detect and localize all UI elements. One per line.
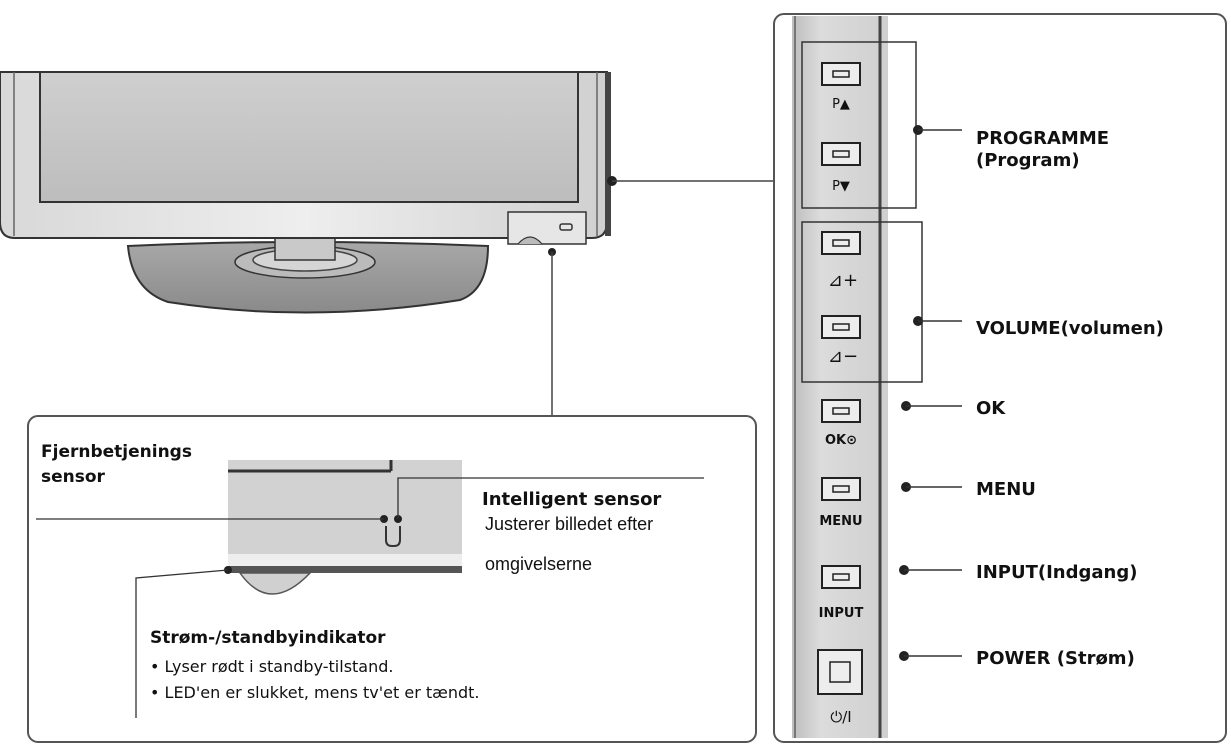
button-ok-label: OK⊙ [825, 433, 857, 448]
volume-group-box [801, 221, 923, 383]
zoom-stand [238, 572, 312, 595]
button-input-label: INPUT [819, 606, 864, 621]
tv-sensor-window [507, 211, 587, 245]
button-vol-up[interactable] [821, 231, 861, 255]
button-vol-down[interactable] [821, 315, 861, 339]
callout-programme-2: (Program) [976, 150, 1080, 171]
button-ok[interactable] [821, 399, 861, 423]
tv-side-edge [605, 72, 611, 236]
button-vol-up-label: ⊿+ [828, 270, 858, 291]
intelligent-sensor-desc-1: Justerer billedet efter [485, 514, 653, 534]
side-strip [792, 16, 888, 738]
power-indicator-bullet-1: • Lyser rødt i standby-tilstand. [150, 657, 393, 676]
button-input[interactable] [821, 565, 861, 589]
remote-sensor-label-1: Fjernbetjenings [41, 442, 192, 462]
button-p-up-label: P▲ [832, 97, 850, 112]
button-menu-label: MENU [819, 514, 862, 529]
remote-sensor-label-2: sensor [41, 467, 106, 487]
button-power[interactable] [817, 649, 863, 695]
callout-volume: VOLUME(volumen) [976, 318, 1164, 339]
button-power-label: ⏻/I [830, 708, 851, 726]
tv-screen [39, 71, 579, 203]
callout-menu: MENU [976, 479, 1036, 500]
button-p-down[interactable] [821, 142, 861, 166]
side-control-panel: P▲ P▼ ⊿+ ⊿− OK⊙ MENU INPUT [773, 13, 1227, 743]
tv-illustration [0, 71, 774, 416]
callout-ok: OK [976, 398, 1006, 419]
programme-group-box [801, 41, 917, 209]
button-p-down-label: P▼ [832, 179, 850, 194]
detail-frame [27, 415, 757, 743]
power-indicator-bullet-2: • LED'en er slukket, mens tv'et er tændt… [150, 683, 480, 702]
power-indicator-title: Strøm-/standbyindikator [150, 628, 386, 648]
callout-input: INPUT(Indgang) [976, 562, 1137, 583]
callout-programme-1: PROGRAMME [976, 128, 1109, 149]
zoom-bezel [228, 460, 462, 554]
detail-panel: Fjernbetjenings sensor Intelligent senso… [27, 415, 757, 743]
button-menu[interactable] [821, 477, 861, 501]
intelligent-sensor-title: Intelligent sensor [482, 489, 661, 510]
button-p-up[interactable] [821, 62, 861, 86]
tv-led-icon [559, 223, 573, 231]
callout-power: POWER (Strøm) [976, 648, 1135, 669]
intelligent-sensor-desc-2: omgivelserne [485, 554, 592, 574]
button-vol-down-label: ⊿− [828, 346, 858, 367]
